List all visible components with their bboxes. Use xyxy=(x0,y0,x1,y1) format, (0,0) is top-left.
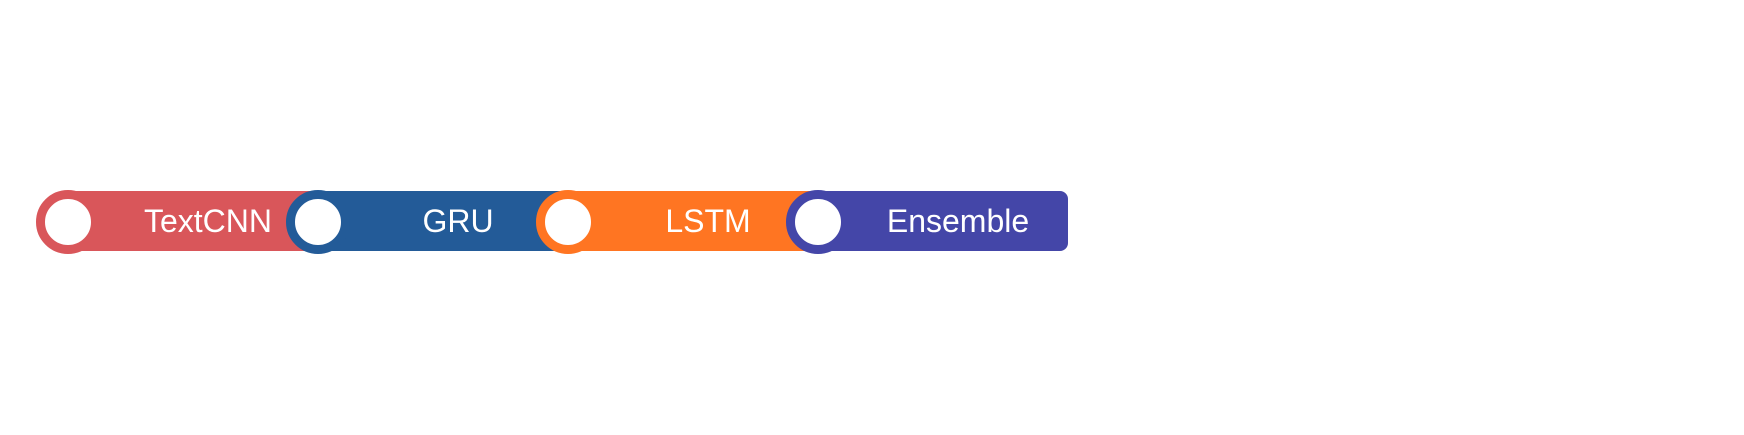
stage-gru: GRU xyxy=(318,191,568,251)
node-circle-icon xyxy=(786,190,850,254)
model-pipeline: TextCNN GRU LSTM Ensemble xyxy=(36,190,1076,254)
stage-label: TextCNN xyxy=(143,202,272,239)
stage-lstm: LSTM xyxy=(568,191,818,251)
node-circle-icon xyxy=(36,190,100,254)
stage-label: LSTM xyxy=(665,202,751,239)
stage-ensemble: Ensemble xyxy=(818,191,1068,251)
stage-textcnn: TextCNN xyxy=(68,191,318,251)
node-circle-icon xyxy=(286,190,350,254)
stage-label: GRU xyxy=(422,202,494,239)
node-circle-icon xyxy=(536,190,600,254)
stage-label: Ensemble xyxy=(886,202,1030,239)
